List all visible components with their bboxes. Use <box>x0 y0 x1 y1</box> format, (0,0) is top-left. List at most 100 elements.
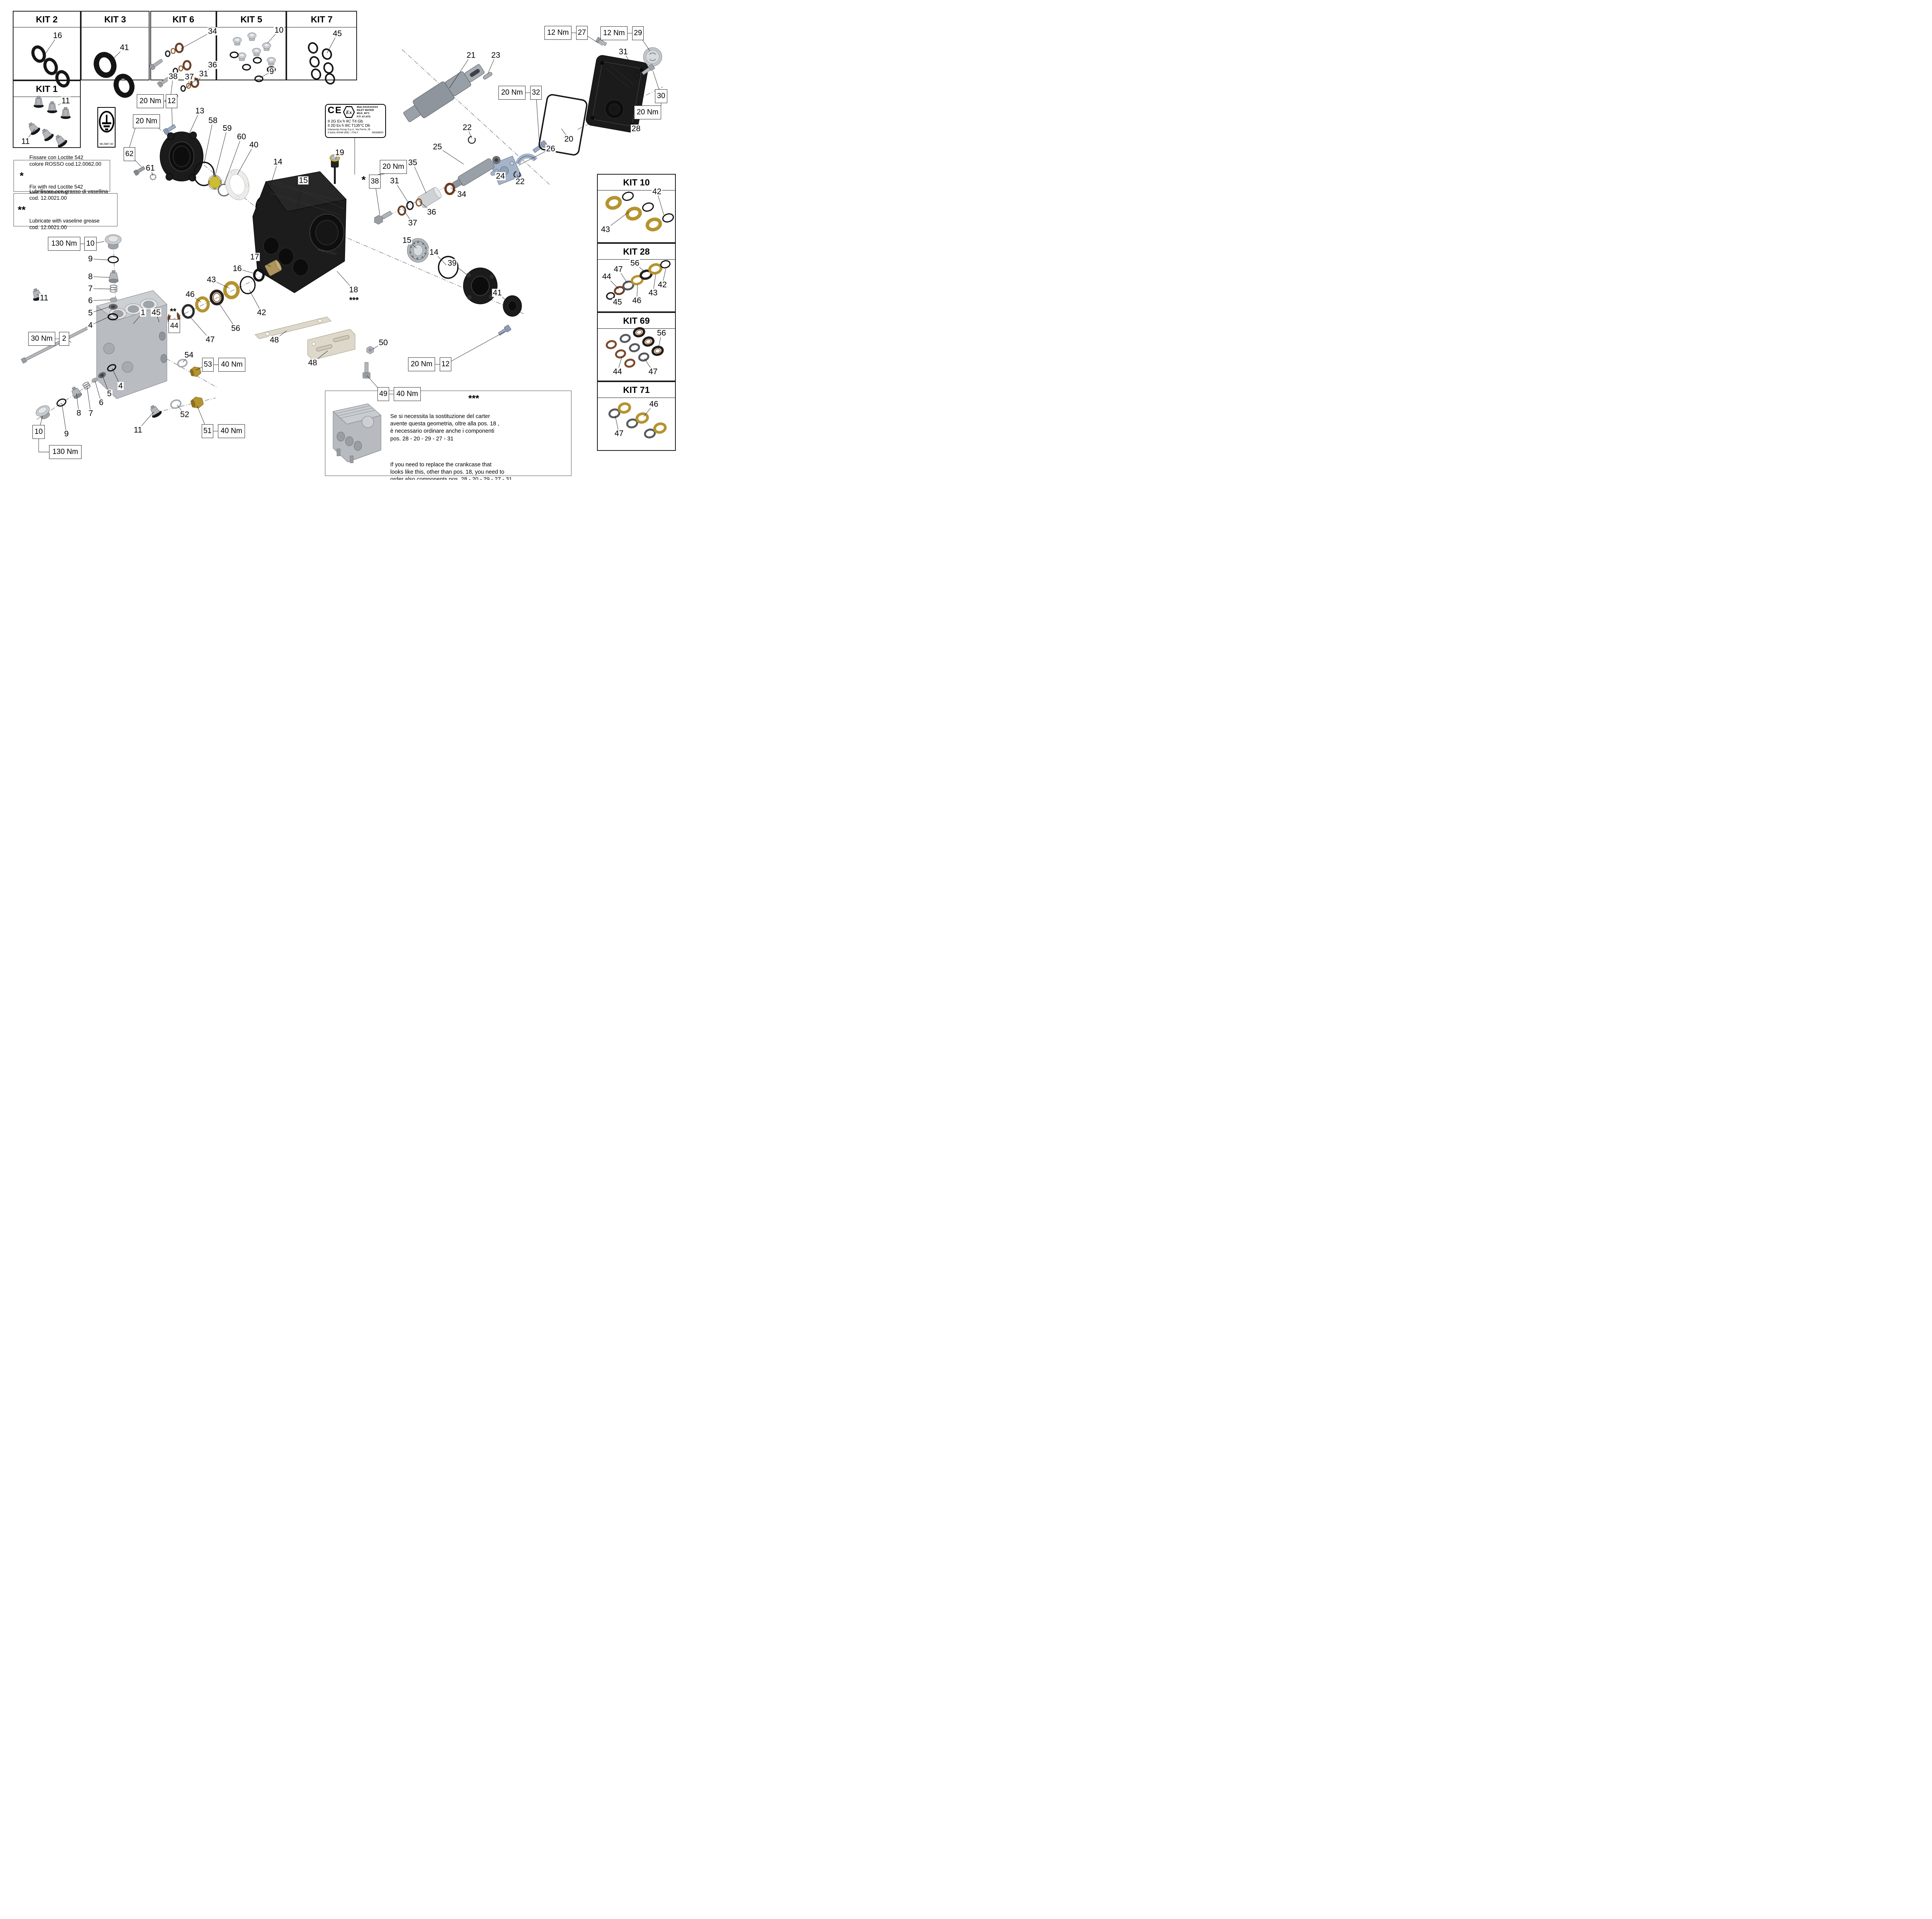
bracket-48-l-shape <box>307 329 355 360</box>
kit5-valve-plugs <box>230 32 276 82</box>
part-label-11: 11 <box>133 425 143 435</box>
callout-box-30-nm: 30 Nm <box>28 332 55 346</box>
kit69-parts <box>605 327 664 368</box>
leader-line <box>378 173 385 175</box>
part-label-46: 46 <box>185 290 196 299</box>
leader-line <box>90 258 109 260</box>
part-label-39: 39 <box>447 258 457 268</box>
bracket-48-strip <box>255 316 332 339</box>
part-label-37: 37 <box>184 72 195 82</box>
part-label-46: 46 <box>631 296 642 305</box>
ce-atex-line1: II 2G Ex h IIC T4 Gb <box>328 119 363 124</box>
seal-disc-59 <box>208 175 222 190</box>
washer-61 <box>150 173 156 180</box>
bolt-62-ground-screw <box>133 166 146 176</box>
circlip-22-left <box>468 136 476 144</box>
bolt-27 <box>595 37 607 46</box>
part-label-14: 14 <box>429 248 439 257</box>
leader-line <box>293 180 304 223</box>
part-label-9: 9 <box>63 429 70 439</box>
leader-line <box>265 161 278 202</box>
bearing-15-right <box>407 238 429 263</box>
valve-11-bottom <box>150 405 162 418</box>
part-label-6: 6 <box>87 296 94 305</box>
part-label-44: 44 <box>612 367 623 376</box>
part-label-34: 34 <box>207 27 218 36</box>
callout-box-12: 12 <box>166 94 177 108</box>
ce-matr: Matr.XXXXXXXXX <box>357 106 378 109</box>
valve-plate-6-bottom <box>92 377 98 383</box>
part-label-36: 36 <box>207 60 218 70</box>
part-label-56: 56 <box>656 328 667 338</box>
part-label-23: 23 <box>490 51 501 60</box>
callout-box-130-nm: 130 Nm <box>48 237 80 251</box>
flange-cover-13 <box>160 131 204 182</box>
part-label-48: 48 <box>307 358 318 367</box>
part-label-star: * <box>361 174 367 186</box>
leader-line <box>129 128 136 148</box>
callout-box-130-nm: 130 Nm <box>49 445 82 459</box>
part-label-7: 7 <box>88 409 94 418</box>
valve-plug-10-bottom <box>36 405 50 420</box>
callout-box-12: 12 <box>440 357 451 371</box>
callout-box-12-nm: 12 Nm <box>544 26 571 40</box>
part-label-11: 11 <box>61 96 71 105</box>
part-label-61: 61 <box>145 163 156 173</box>
part-label-58: 58 <box>207 116 218 125</box>
part-label-43: 43 <box>648 288 658 297</box>
kit-box-kit7: KIT 7 <box>286 11 357 80</box>
part-label-48: 48 <box>269 335 280 345</box>
kit-title-kit71: KIT 71 <box>598 382 675 398</box>
part-label-9: 9 <box>269 67 275 76</box>
callout-box-44: 44 <box>168 319 180 333</box>
note-loctite-marker: * <box>19 170 24 182</box>
note-crankcase-it: Se si necessita la sostituzione del cart… <box>390 413 500 442</box>
kit1-valve-assemblies <box>29 96 71 148</box>
kit-box-kit6: KIT 6 <box>150 11 216 80</box>
kit2-seal-rings <box>31 45 70 88</box>
oring-4-top <box>107 313 118 321</box>
part-label-38: 38 <box>168 72 179 81</box>
kit-box-kit1: KIT 1 <box>13 80 81 148</box>
part-label-16: 16 <box>52 31 63 40</box>
callout-box-10: 10 <box>32 425 45 439</box>
part-label-54: 54 <box>184 350 194 360</box>
atex-ex-icon: Ex <box>343 106 355 118</box>
part-label-8: 8 <box>76 408 82 418</box>
callout-box-62: 62 <box>124 147 135 161</box>
ce-part-code: 98288800 <box>372 131 383 134</box>
callout-box-20-nm: 20 Nm <box>380 160 407 174</box>
part-label-42: 42 <box>657 280 668 289</box>
part-label-43: 43 <box>206 275 217 284</box>
callout-box-40-nm: 40 Nm <box>218 424 245 438</box>
leader-line <box>536 92 540 144</box>
valve-plug-10-top <box>105 234 122 250</box>
part-label-45: 45 <box>612 297 623 307</box>
part-label-34: 34 <box>456 190 467 199</box>
part-label-25: 25 <box>432 142 443 151</box>
part-label-19: 19 <box>334 148 345 157</box>
part-label-45: 45 <box>151 308 162 317</box>
callout-box-20-nm: 20 Nm <box>634 105 661 119</box>
leader-line <box>204 120 213 164</box>
oring-9-bottom <box>56 398 66 407</box>
part-label-5: 5 <box>106 389 112 398</box>
ring-37 <box>397 205 406 216</box>
part-label-52: 52 <box>179 410 190 419</box>
plug-38 <box>374 211 392 225</box>
leader-line <box>188 110 200 136</box>
callout-box-29: 29 <box>632 26 644 40</box>
leader-line <box>218 303 236 329</box>
valve-cage-8-top <box>109 270 119 283</box>
kit-title-kit2: KIT 2 <box>14 12 80 27</box>
drain-plugs <box>170 359 204 409</box>
washer-34 <box>444 183 455 195</box>
part-label-10: 10 <box>274 25 284 35</box>
callout-box-20-nm: 20 Nm <box>133 114 160 128</box>
kit5-plug-set <box>233 32 276 66</box>
part-label-31: 31 <box>618 47 629 56</box>
part-label-26: 26 <box>545 144 556 153</box>
callout-box-38: 38 <box>369 175 381 189</box>
leader-line <box>449 55 471 88</box>
